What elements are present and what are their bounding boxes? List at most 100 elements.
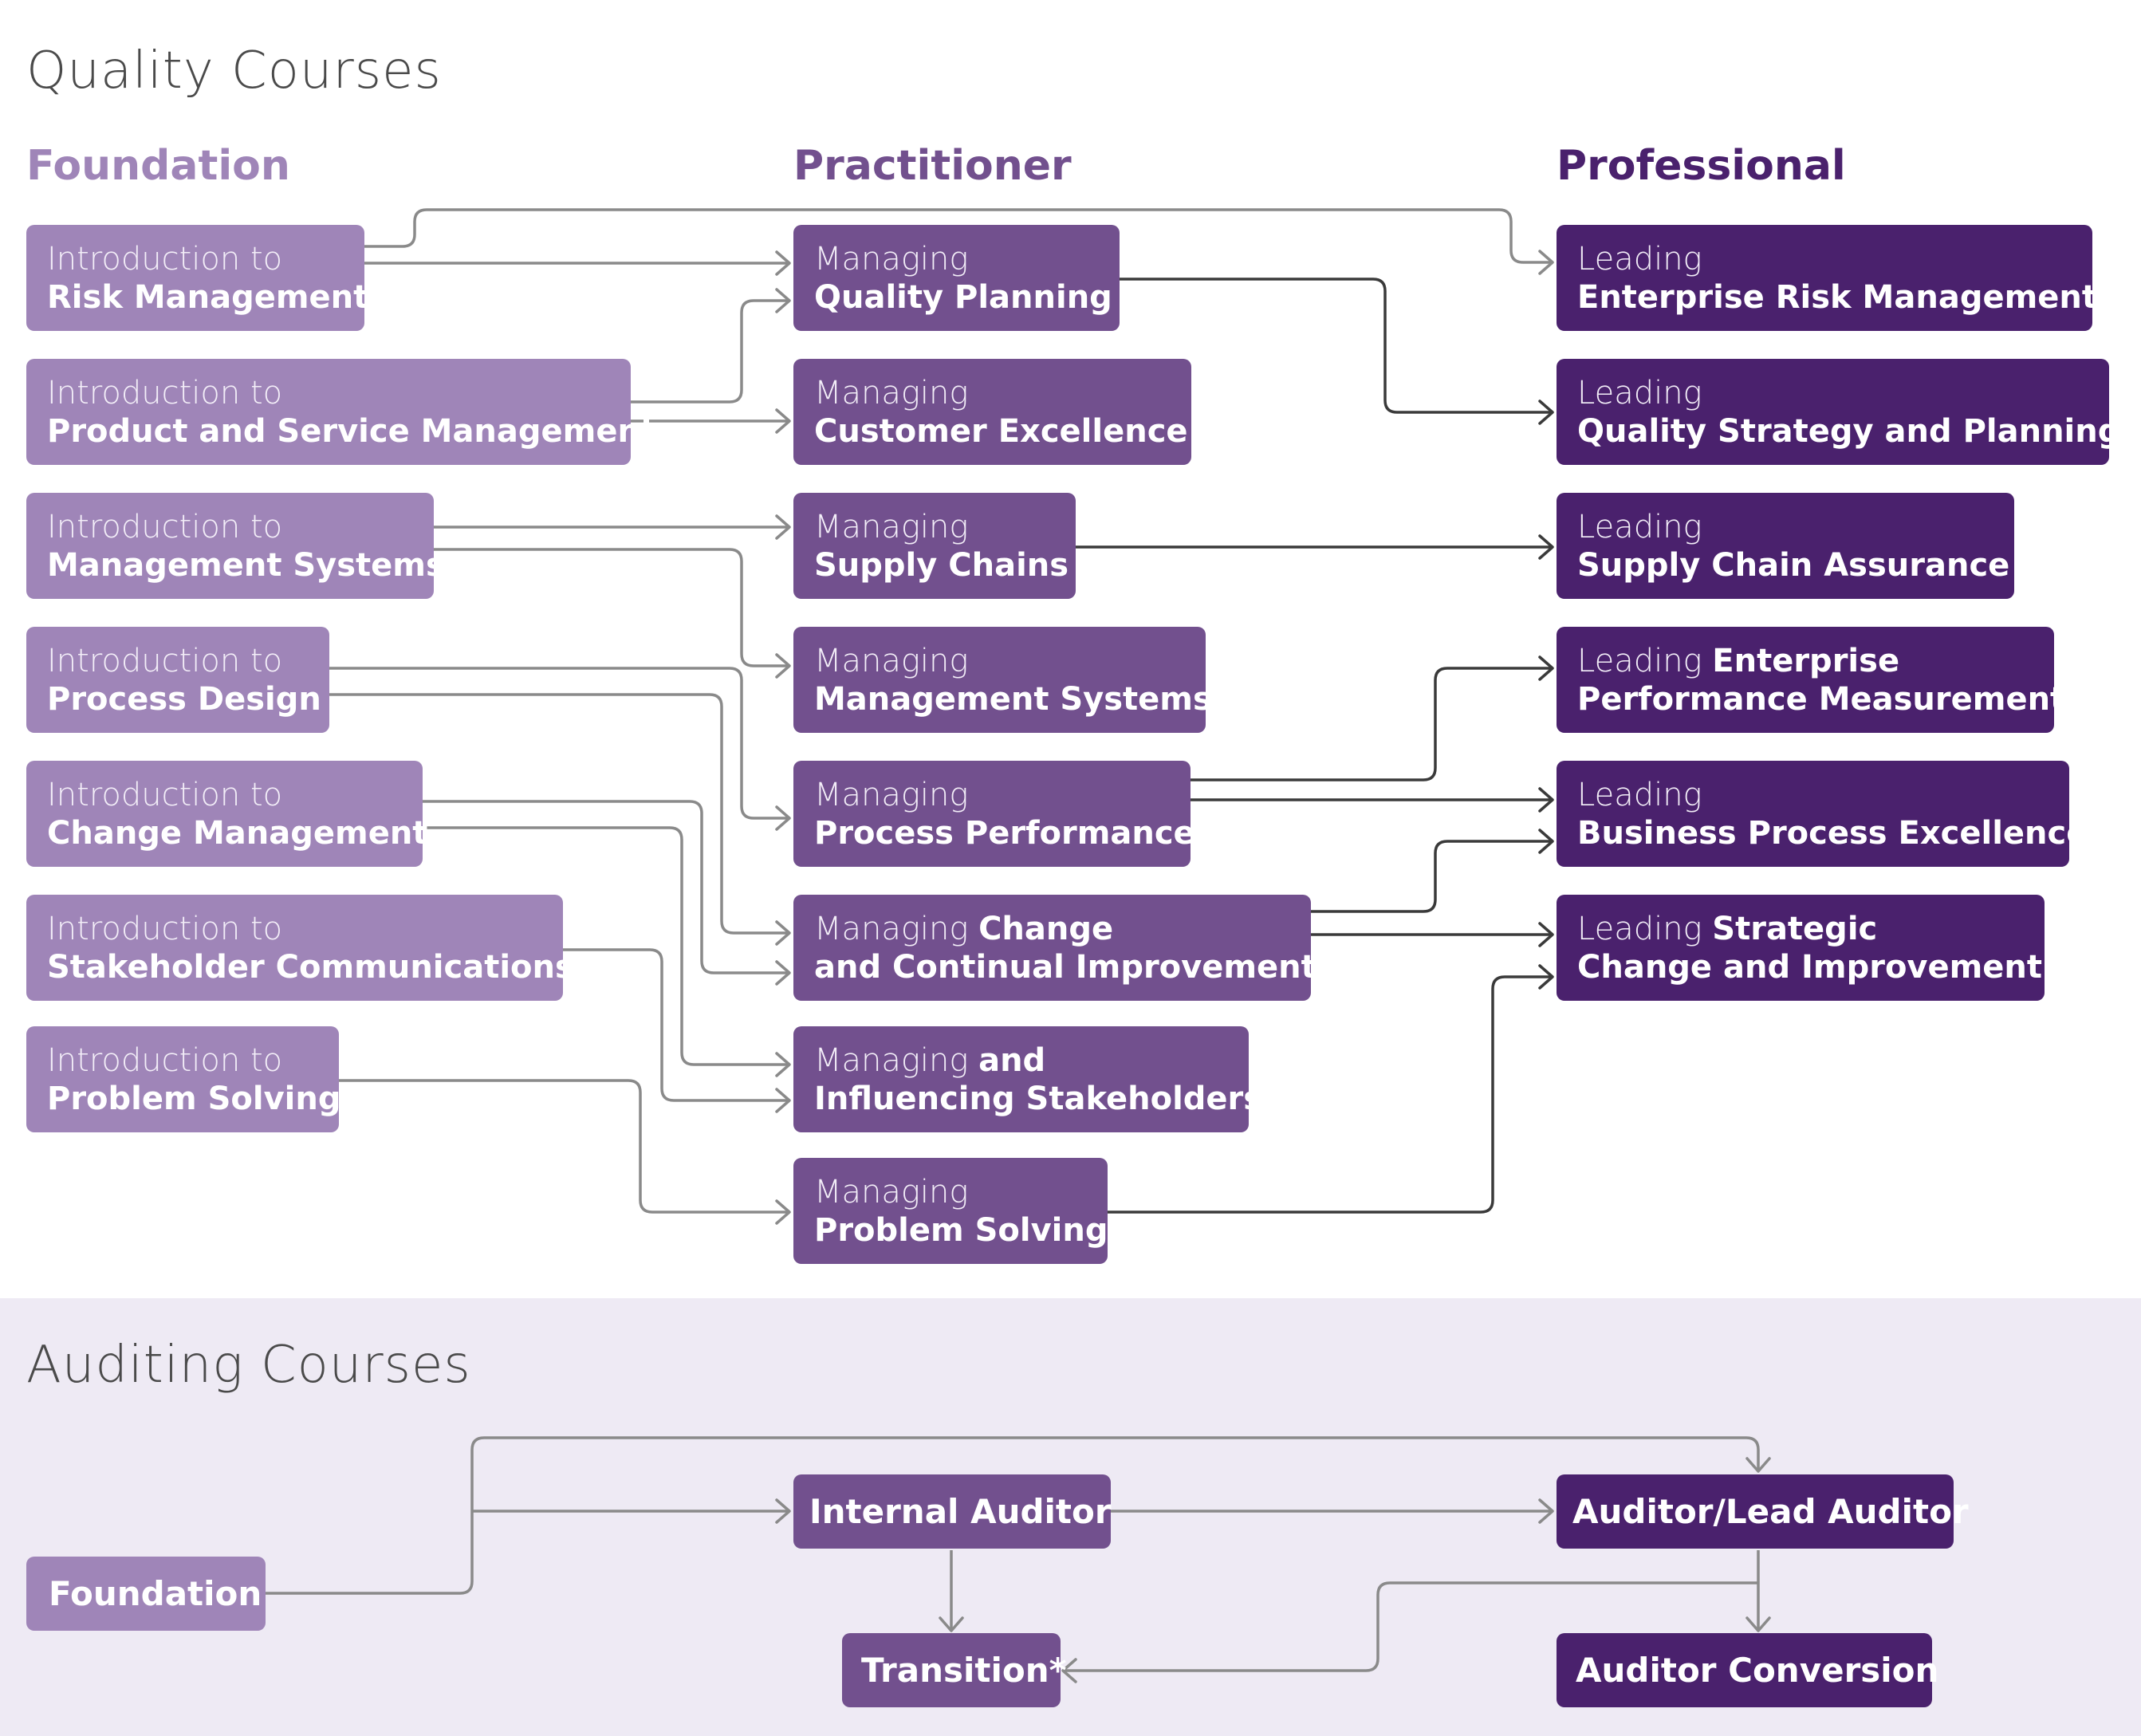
arrowhead	[1538, 829, 1554, 854]
wire-problem-to-strategic	[1107, 975, 1551, 1214]
course-prefix: Introduction to	[47, 776, 283, 813]
course-prefix: Introduction to	[47, 910, 283, 947]
course-prefix-bold: Enterprise	[1712, 642, 1900, 679]
course-prefix: Introduction to	[47, 508, 283, 545]
course-prefix: Leading	[1577, 642, 1702, 679]
course-prefix: Managing	[814, 1173, 969, 1210]
course-managing-change-improvement[interactable]: Managing Change and Continual Improvemen…	[793, 895, 1316, 1001]
course-prefix-line: Leading Enterprise	[1577, 642, 2033, 680]
arrowhead	[1538, 922, 1554, 947]
course-managing-management-systems[interactable]: Managing Management Systems	[793, 627, 1212, 733]
audit-transition[interactable]: Transition*	[842, 1633, 1067, 1707]
course-leading-business-process[interactable]: Leading Business Process Excellence	[1557, 761, 2088, 867]
course-prefix: Managing	[814, 1041, 969, 1079]
course-prefix-bold: and	[978, 1041, 1046, 1079]
course-name: Process Design	[47, 680, 321, 718]
arrowhead	[1538, 787, 1554, 813]
course-leading-enterprise-risk[interactable]: Leading Enterprise Risk Management	[1557, 225, 2097, 331]
course-intro-problem-solving[interactable]: Introduction to Problem Solving	[26, 1026, 341, 1132]
course-prefix: Managing	[814, 776, 969, 813]
course-prefix-line: Managing Change	[814, 910, 1290, 948]
arrowhead	[775, 1088, 791, 1113]
course-name: Problem Solving	[814, 1211, 1108, 1249]
course-name: Performance Measurement	[1577, 680, 2066, 718]
course-managing-influencing-stakeholders[interactable]: Managing and Influencing Stakeholders	[793, 1026, 1263, 1132]
course-name: Risk Management	[47, 278, 369, 316]
arrowhead	[775, 920, 791, 946]
wire-process-perf-to-epm	[1190, 667, 1551, 781]
course-intro-stakeholder-comms[interactable]: Introduction to Stakeholder Communicatio…	[26, 895, 574, 1001]
course-managing-process-performance[interactable]: Managing Process Performance	[793, 761, 1195, 867]
wire-lead-to-transition	[1065, 1581, 1758, 1672]
course-intro-process-design[interactable]: Introduction to Process Design	[26, 627, 329, 733]
course-prefix: Leading	[1577, 240, 1702, 278]
wire-stakeholder-to-stakeholders	[562, 948, 788, 1102]
arrowhead	[1538, 250, 1554, 275]
arrowhead	[775, 1052, 791, 1077]
auditing-section-title: Auditing Courses	[26, 1336, 471, 1395]
course-prefix: Managing	[814, 642, 969, 679]
wire-process-to-process-perf	[329, 667, 788, 820]
course-managing-supply-chains[interactable]: Managing Supply Chains	[793, 493, 1076, 599]
course-name: Business Process Excellence	[1577, 814, 2088, 852]
arrowhead	[1538, 1498, 1554, 1524]
course-intro-product-service[interactable]: Introduction to Product and Service Mana…	[26, 359, 656, 465]
wire-change-to-bpe	[1310, 840, 1551, 913]
course-name: Supply Chain Assurance	[1577, 546, 2010, 584]
course-prefix-bold: Strategic	[1712, 910, 1878, 947]
course-prefix: Introduction to	[47, 240, 283, 278]
quality-section-title: Quality Courses	[26, 41, 442, 100]
course-leading-strategic-change[interactable]: Leading Strategic Change and Improvement	[1557, 895, 2045, 1001]
course-managing-customer-excellence[interactable]: Managing Customer Excellence	[793, 359, 1191, 465]
course-prefix: Introduction to	[47, 642, 283, 679]
course-intro-change-management[interactable]: Introduction to Change Management	[26, 761, 428, 867]
audit-foundation[interactable]: Foundation	[26, 1557, 266, 1631]
arrowhead	[775, 408, 791, 434]
course-prefix: Managing	[814, 910, 969, 947]
wire-change-to-change	[422, 800, 788, 974]
wire-change-to-stakeholders	[422, 826, 788, 1066]
course-leading-enterprise-performance[interactable]: Leading Enterprise Performance Measureme…	[1557, 627, 2066, 733]
wire-product-to-quality-planning	[630, 299, 788, 403]
audit-internal-auditor[interactable]: Internal Auditor	[793, 1474, 1112, 1549]
arrowhead	[775, 1199, 791, 1225]
audit-auditor-conversion[interactable]: Auditor Conversion	[1557, 1633, 1938, 1707]
course-name: Management Systems	[814, 680, 1212, 718]
course-name: Quality Planning	[814, 278, 1112, 316]
arrowhead	[1538, 964, 1554, 990]
arrowhead	[1538, 655, 1554, 681]
course-name: Product and Service Management	[47, 412, 656, 450]
arrowhead	[1061, 1658, 1077, 1683]
course-prefix: Leading	[1577, 776, 1702, 813]
audit-lead-auditor[interactable]: Auditor/Lead Auditor	[1557, 1474, 1969, 1549]
course-prefix: Managing	[814, 240, 969, 278]
arrowhead	[775, 653, 791, 679]
wire-mgmt-to-mgmt-systems	[433, 548, 788, 667]
course-intro-risk-management[interactable]: Introduction to Risk Management	[26, 225, 369, 331]
arrowhead	[1745, 1616, 1771, 1632]
course-prefix: Introduction to	[47, 1041, 283, 1079]
course-name: Process Performance	[814, 814, 1195, 852]
arrowhead	[775, 1498, 791, 1524]
course-prefix: Leading	[1577, 508, 1702, 545]
arrowhead	[1538, 534, 1554, 560]
arrowhead	[775, 960, 791, 986]
arrowhead	[1538, 400, 1554, 425]
wire-problem-to-problem	[338, 1079, 788, 1214]
wire-foundation-to-lead-top	[265, 1436, 1760, 1595]
course-name: Stakeholder Communications	[47, 948, 574, 986]
course-leading-supply-chain-assurance[interactable]: Leading Supply Chain Assurance	[1557, 493, 2014, 599]
arrowhead	[775, 514, 791, 540]
course-intro-management-systems[interactable]: Introduction to Management Systems	[26, 493, 445, 599]
course-prefix: Leading	[1577, 374, 1702, 411]
course-leading-quality-strategy[interactable]: Leading Quality Strategy and Planning	[1557, 359, 2120, 465]
column-heading-professional: Professional	[1557, 142, 1846, 190]
course-managing-problem-solving[interactable]: Managing Problem Solving	[793, 1158, 1108, 1264]
course-managing-quality-planning[interactable]: Managing Quality Planning	[793, 225, 1120, 331]
arrowhead	[775, 805, 791, 831]
course-name: Influencing Stakeholders	[814, 1080, 1263, 1117]
course-prefix: Leading	[1577, 910, 1702, 947]
course-name: Change Management	[47, 814, 428, 852]
wire-quality-planning-to-strategy	[1119, 278, 1551, 414]
